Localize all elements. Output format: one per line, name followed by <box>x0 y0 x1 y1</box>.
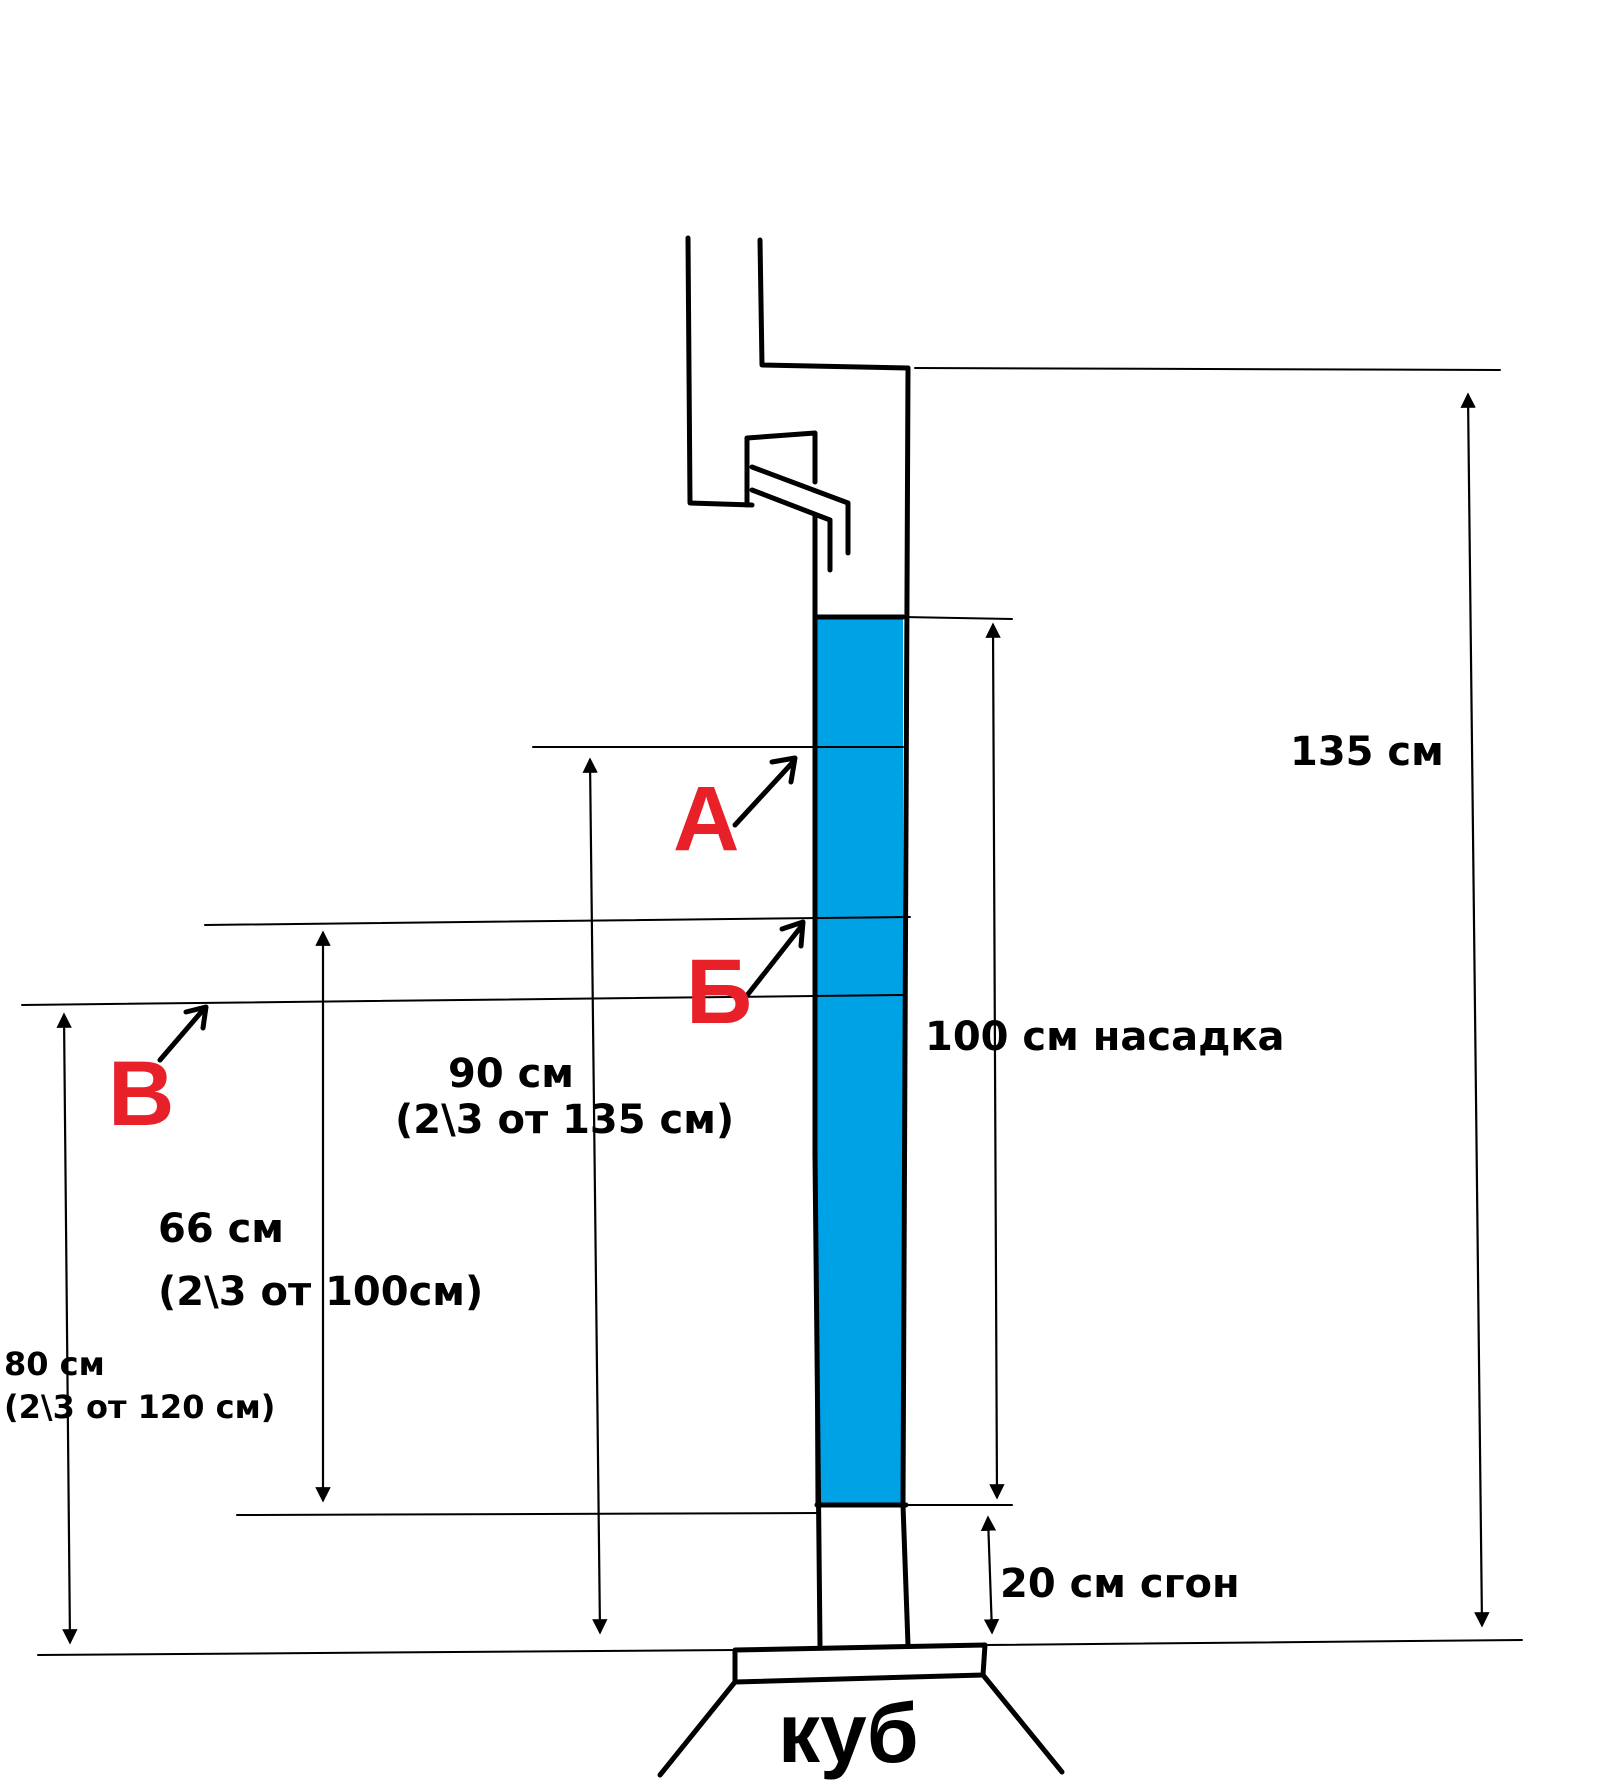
ref-line-66-bottom <box>236 1512 821 1516</box>
pointer-b-head <box>779 919 806 949</box>
column-body <box>812 365 911 1648</box>
marker-b-label: Б <box>686 941 752 1043</box>
head-outer-top <box>757 237 911 371</box>
ref-line-top-135 <box>914 367 1501 371</box>
ref-line-packing-top <box>902 616 1013 620</box>
cube-label: куб <box>778 1686 919 1780</box>
column-left-wall <box>812 512 823 1648</box>
ref-line-base <box>37 1649 736 1656</box>
column-head <box>685 235 911 573</box>
dim-label-66-note: (2\3 от 100см) <box>158 1269 483 1315</box>
dim-arrow-90 <box>582 757 608 1635</box>
packing-section <box>815 617 903 1505</box>
dim-arrow-135 <box>1460 392 1490 1628</box>
pointer-v-shaft <box>157 1007 206 1063</box>
marker-pointers <box>157 755 806 1063</box>
cube <box>657 1642 1065 1778</box>
reflux-tube-1 <box>749 464 851 556</box>
pointer-v-head <box>183 1004 209 1031</box>
reflux-tube-2 <box>749 487 833 573</box>
reference-lines <box>21 367 1523 1656</box>
dim-arrow-20 <box>980 1515 1000 1635</box>
dim-arrow-100 <box>985 622 1005 1500</box>
dim-label-80-note: (2\3 от 120 см) <box>4 1388 275 1426</box>
column-right-wall <box>900 365 911 1648</box>
marker-a-label: А <box>673 768 739 870</box>
cube-right-side <box>980 1672 1065 1775</box>
dim-label-135: 135 см <box>1290 729 1444 775</box>
dimension-arrows <box>56 392 1490 1645</box>
head-outer-left <box>685 235 755 508</box>
ref-line-v <box>21 994 904 1006</box>
dim-label-80: 80 см <box>4 1345 105 1383</box>
cube-left-side <box>657 1679 738 1778</box>
marker-v-label: В <box>108 1043 174 1145</box>
pointer-a-head <box>769 755 798 785</box>
cube-flange <box>732 1642 988 1685</box>
head-cap <box>744 430 818 508</box>
pointer-b-shaft <box>742 925 803 1001</box>
dim-label-66: 66 см <box>158 1206 284 1252</box>
dim-label-90: 90 см <box>448 1051 574 1097</box>
ref-line-base-right <box>984 1639 1523 1646</box>
dim-label-100: 100 см насадка <box>925 1014 1285 1060</box>
ref-line-b <box>204 916 911 926</box>
dim-label-20: 20 см сгон <box>1000 1561 1240 1607</box>
pointer-a-shaft <box>732 759 796 828</box>
dim-arrow-80 <box>56 1012 78 1645</box>
dim-label-90-note: (2\3 от 135 см) <box>395 1097 734 1143</box>
